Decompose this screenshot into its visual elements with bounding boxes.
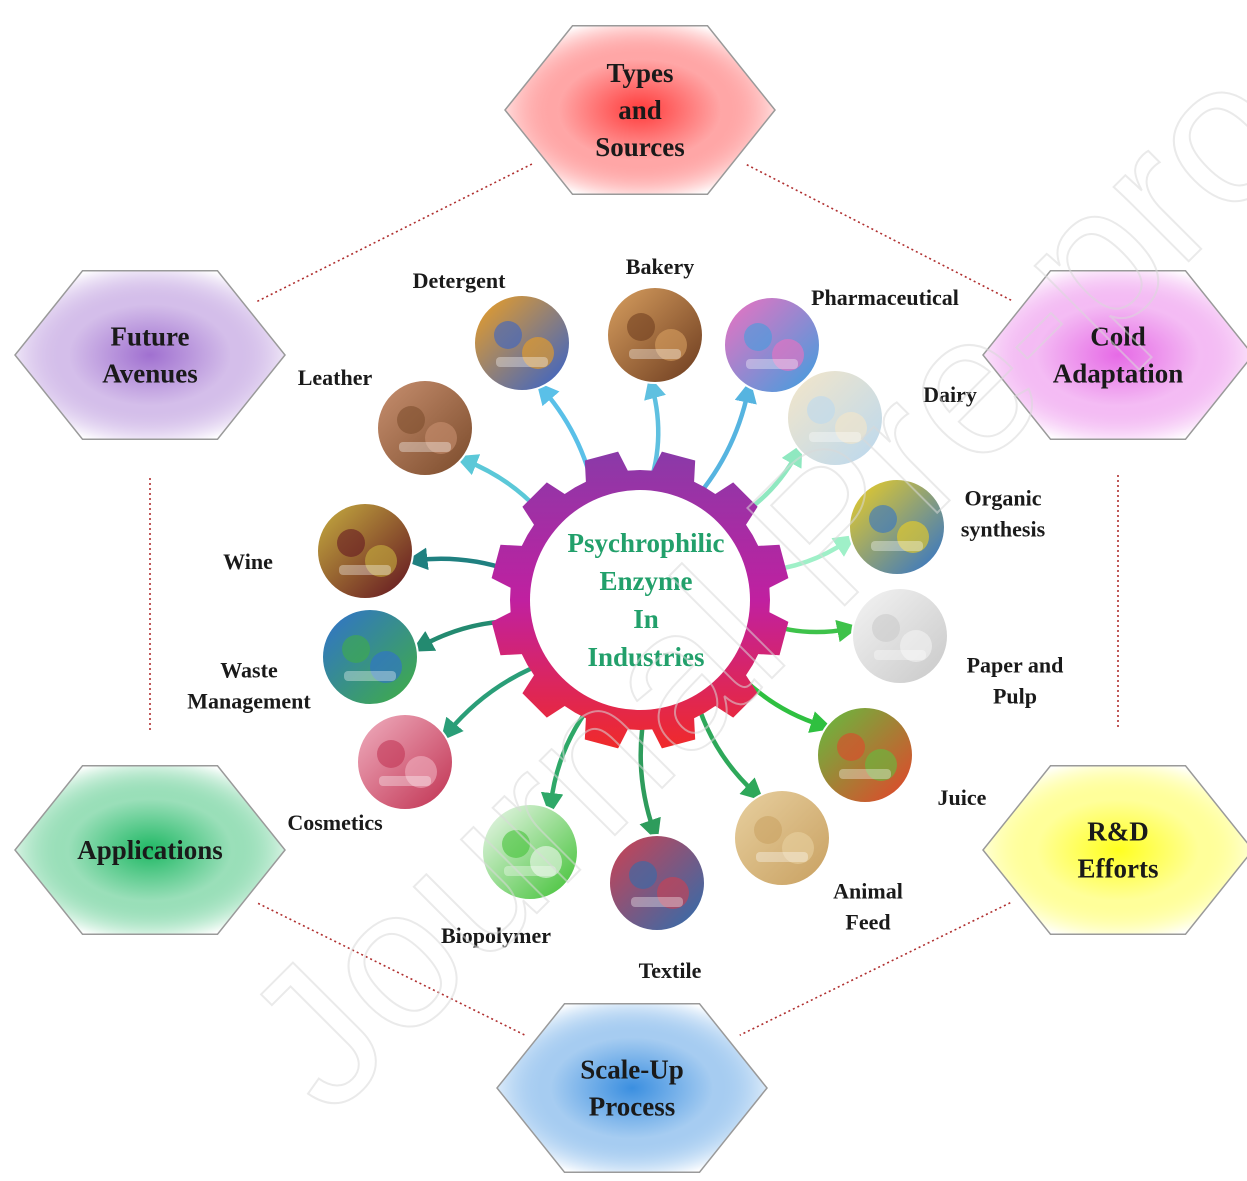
application-detergent: Detergent: [413, 268, 571, 392]
application-wine: Wine: [223, 502, 414, 600]
hexagon-ring-connectors: [149, 162, 1119, 1036]
cosmetics-icon: [356, 713, 454, 811]
wine-icon: [316, 502, 414, 600]
hexagon-shape-cold: [982, 270, 1247, 440]
hexagon-label-types-0: Types: [606, 58, 673, 88]
application-juice: Juice: [816, 706, 987, 810]
biopolymer-icon: [481, 803, 579, 901]
hub-center: [530, 490, 750, 710]
application-label-waste-management-1: Management: [187, 689, 311, 714]
application-label-cosmetics-0: Cosmetics: [287, 810, 383, 835]
connector-rd: [739, 902, 1011, 1036]
hexagon-label-future-0: Future: [111, 322, 190, 352]
application-textile: Textile: [608, 834, 706, 983]
application-label-bakery-0: Bakery: [626, 254, 694, 279]
hexagon-shape-future: [14, 270, 286, 440]
animal-feed-icon: [733, 789, 831, 887]
connector-future: [256, 162, 534, 303]
dairy-icon: [786, 369, 884, 467]
detergent-icon: [473, 294, 571, 392]
application-label-leather-0: Leather: [298, 365, 373, 390]
hexagon-label-types-2: Sources: [595, 132, 685, 162]
application-bakery: Bakery: [606, 254, 704, 384]
application-label-pharmaceutical-0: Pharmaceutical: [811, 285, 959, 310]
hexagon-shape-scaleup: [496, 1003, 768, 1173]
hub-label-2: In: [633, 604, 659, 634]
application-label-animal-feed-1: Feed: [845, 910, 890, 935]
application-label-paper-pulp-0: Paper and: [967, 653, 1064, 678]
hub-label-0: Psychrophilic: [567, 528, 724, 558]
application-label-biopolymer-0: Biopolymer: [441, 923, 551, 948]
hexagon-label-future-1: Avenues: [102, 359, 198, 389]
application-label-juice-0: Juice: [938, 785, 987, 810]
textile-icon: [608, 834, 706, 932]
hexagon-label-types-1: and: [618, 95, 662, 125]
application-biopolymer: Biopolymer: [441, 803, 579, 948]
pharmaceutical-icon: [723, 296, 821, 394]
hexagon-label-scaleup-0: Scale-Up: [580, 1055, 684, 1085]
application-label-dairy-0: Dairy: [923, 382, 977, 407]
application-label-paper-pulp-1: Pulp: [993, 684, 1037, 709]
hexagon-label-cold-0: Cold: [1090, 322, 1146, 352]
application-pharmaceutical: Pharmaceutical: [723, 285, 959, 394]
hexagon-label-cold-1: Adaptation: [1053, 359, 1184, 389]
organic-synthesis-icon: [848, 478, 946, 576]
hexagon-label-rd-1: Efforts: [1078, 854, 1159, 884]
recycle-icon: [321, 608, 419, 706]
hub-label-1: Enzyme: [600, 566, 693, 596]
application-leather: Leather: [298, 365, 474, 477]
application-cosmetics: Cosmetics: [287, 713, 454, 835]
application-label-waste-management-0: Waste: [220, 658, 278, 683]
application-label-textile-0: Textile: [639, 958, 702, 983]
hexagon-applications: Applications: [14, 765, 286, 935]
application-label-wine-0: Wine: [223, 549, 273, 574]
hexagon-label-applications-0: Applications: [77, 835, 223, 865]
hexagon-shape-applications: [14, 765, 286, 935]
hexagon-shape-types: [504, 25, 776, 195]
application-label-animal-feed-0: Animal: [833, 879, 903, 904]
leather-icon: [376, 379, 474, 477]
application-dairy: Dairy: [786, 369, 977, 467]
hexagon-label-rd-0: R&D: [1087, 817, 1149, 847]
application-organic-synthesis: Organic synthesis: [848, 478, 1046, 576]
paper-roll-icon: [851, 587, 949, 685]
hub-label-3: Industries: [587, 642, 704, 672]
juice-icon: [816, 706, 914, 804]
bakery-icon: [606, 286, 704, 384]
hexagon-label-scaleup-1: Process: [589, 1092, 675, 1122]
application-label-detergent-0: Detergent: [413, 268, 507, 293]
hexagon-shape-rd: [982, 765, 1247, 935]
hexagon-rd: R&D Efforts: [982, 765, 1247, 935]
application-label-organic-synthesis-1: synthesis: [961, 517, 1046, 542]
application-label-organic-synthesis-0: Organic: [965, 486, 1042, 511]
